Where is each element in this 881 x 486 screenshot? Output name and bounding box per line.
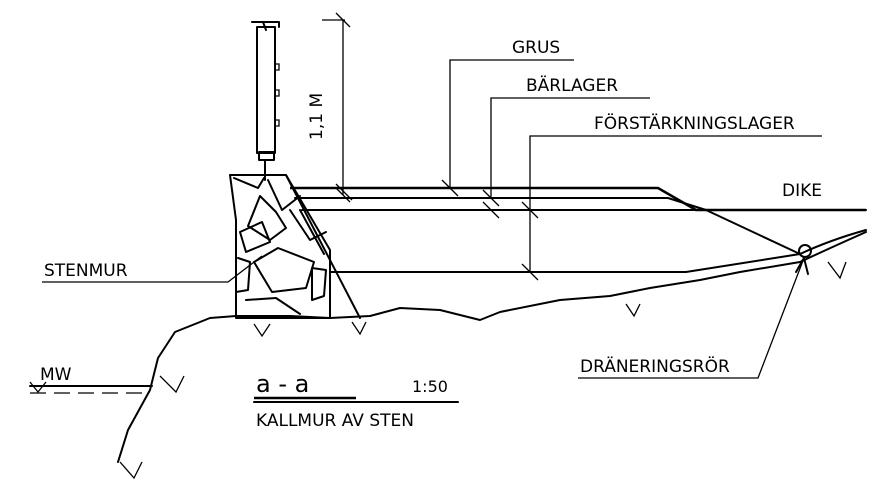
road-layers	[290, 186, 867, 273]
water-level	[29, 381, 153, 394]
height-dimension: 1,1 M	[307, 12, 351, 203]
stone-wall	[229, 174, 361, 319]
stenmur-leader	[42, 255, 263, 283]
ground-profile	[117, 231, 867, 480]
ditch	[798, 229, 867, 280]
title-block: a - a 1:50 KALLMUR AV STEN	[253, 370, 459, 431]
drain-leader	[578, 257, 809, 379]
drain-pipe-icon	[798, 244, 812, 258]
label-draneringsror: DRÄNERINGSRÖR	[580, 355, 730, 377]
label-mw: MW	[40, 365, 72, 385]
label-grus: GRUS	[512, 38, 560, 58]
label-barlager: BÄRLAGER	[526, 75, 618, 96]
section-mark: a - a	[256, 370, 309, 398]
layer-leaders	[335, 59, 822, 281]
railing-post	[251, 21, 280, 181]
label-forstarkningslager: FÖRSTÄRKNINGSLAGER	[594, 112, 795, 134]
label-dike: DIKE	[782, 181, 822, 201]
label-stenmur: STENMUR	[44, 261, 128, 281]
subtitle: KALLMUR AV STEN	[256, 411, 414, 431]
dimension-label: 1,1 M	[307, 93, 327, 140]
scale-label: 1:50	[412, 377, 448, 396]
